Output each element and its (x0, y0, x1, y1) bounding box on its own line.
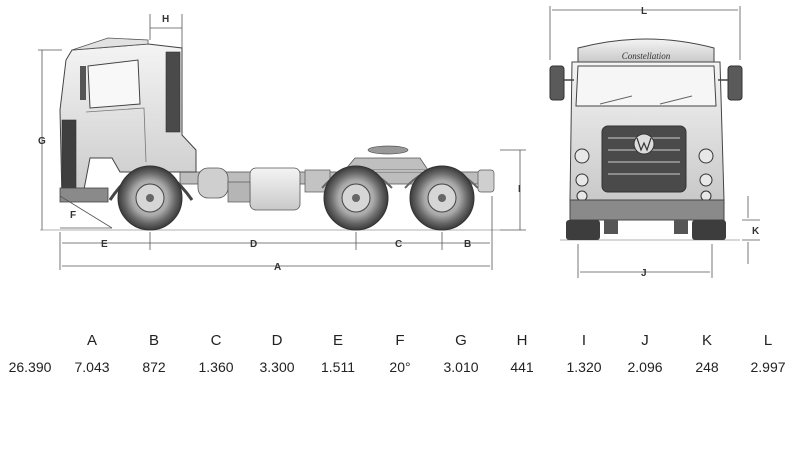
spec-table-headers: A B C D E F G H I J K L (0, 332, 800, 352)
value-1: 26.390 (8, 359, 52, 375)
truck-dimension-diagram: H G F E D C B A I L J K Constellation (38, 6, 760, 279)
dim-label-b: B (464, 239, 471, 250)
rear-wheel-2 (409, 165, 475, 231)
dim-label-e: E (101, 239, 108, 250)
value-8: 3.010 (443, 359, 479, 375)
value-10: 1.320 (566, 359, 602, 375)
dim-label-c: C (395, 239, 402, 250)
value-2: 7.043 (74, 359, 110, 375)
front-view-truck (549, 38, 743, 241)
header-a: A (86, 332, 98, 349)
header-g: G (455, 332, 467, 349)
dim-label-d: D (250, 239, 257, 250)
grille-badge-text: Constellation (622, 51, 671, 61)
side-view-dimension-lines (38, 14, 526, 270)
dim-label-j: J (641, 268, 647, 279)
value-4: 1.360 (198, 359, 234, 375)
header-k: K (701, 332, 713, 349)
front-view-dimension-lines (549, 6, 760, 278)
value-5: 3.300 (259, 359, 295, 375)
side-view-truck (40, 37, 500, 231)
dim-label-h: H (162, 14, 169, 25)
header-f: F (395, 332, 405, 349)
header-h: H (516, 332, 528, 349)
spec-table-values: 26.390 7.043 872 1.360 3.300 1.511 20° 3… (0, 359, 800, 379)
dim-label-f: F (70, 210, 76, 221)
header-c: C (210, 332, 222, 349)
dim-label-g: G (38, 136, 46, 147)
dim-label-i: I (518, 184, 521, 195)
dim-label-l: L (641, 6, 647, 17)
header-d: D (271, 332, 283, 349)
front-wheel (117, 165, 183, 231)
header-l: L (763, 332, 773, 349)
value-13: 2.997 (750, 359, 786, 375)
value-12: 248 (695, 359, 719, 375)
value-3: 872 (142, 359, 166, 375)
header-b: B (148, 332, 160, 349)
header-e: E (332, 332, 344, 349)
header-i: I (581, 332, 587, 349)
value-11: 2.096 (627, 359, 663, 375)
header-j: J (641, 332, 649, 349)
value-6: 1.511 (321, 359, 355, 375)
value-7: 20° (389, 359, 411, 375)
dim-label-k: K (752, 226, 760, 237)
rear-wheel-1 (323, 165, 389, 231)
value-9: 441 (510, 359, 534, 375)
dim-label-a: A (274, 262, 281, 273)
